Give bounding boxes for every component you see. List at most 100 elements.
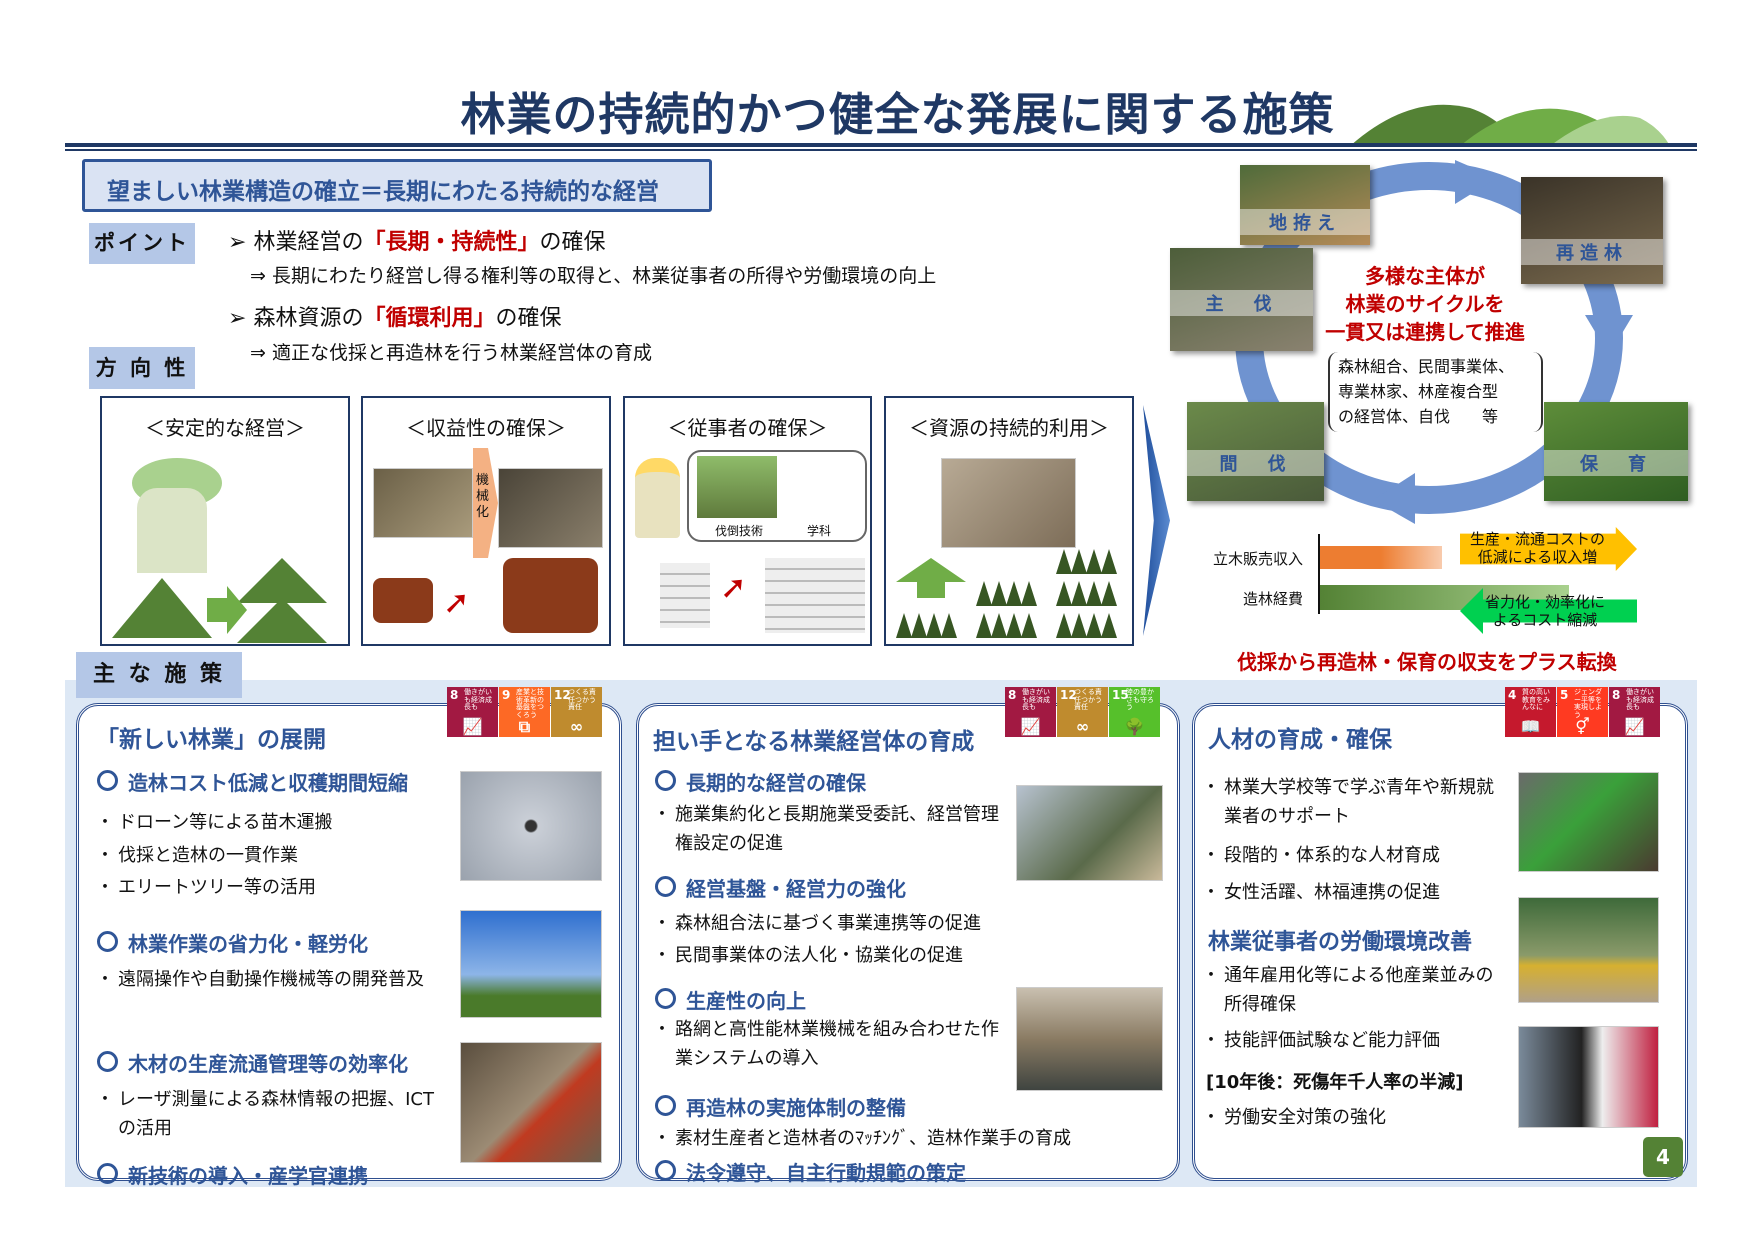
machine-photo xyxy=(498,468,603,548)
harvester-truck-photo xyxy=(1016,987,1163,1091)
hr-bullet: 通年雇用化等による他産業並みの所得確保 xyxy=(1202,961,1504,1019)
forwarder-photo xyxy=(460,1042,602,1163)
direction-heading: ＜従事者の確保＞ xyxy=(667,416,828,440)
measures-label: 主 な 施 策 xyxy=(76,652,242,698)
direction-heading: ＜資源の持続的利用＞ xyxy=(909,416,1109,440)
direction-sustainable-resources: ＜資源の持続的利用＞ xyxy=(884,396,1134,646)
hr-bullet: 女性活躍、林福連携の促進 xyxy=(1202,878,1440,907)
direction-stable-management: ＜安定的な経営＞ xyxy=(100,396,350,646)
measure-bullet: 民間事業体の法人化・協業化の促進 xyxy=(653,941,963,970)
measure-bullet: ドローン等による苗木運搬 xyxy=(96,808,333,837)
excavator-training-photo xyxy=(1518,897,1659,1003)
point-label: ポイント xyxy=(89,223,195,264)
money-small-icon xyxy=(660,563,710,628)
felling-illustration xyxy=(697,456,777,518)
measure-bullet: 森林組合法に基づく事業連携等の促進 xyxy=(653,909,981,938)
manual-felling-photo xyxy=(373,468,473,538)
point-2: ➢ 森林資源の「循環利用」の確保 xyxy=(228,306,562,331)
panel-title: 「新しい林業」の展開 xyxy=(96,727,326,753)
mountains-decoration xyxy=(1350,104,1670,146)
stage-replanting-photo: 再造林 xyxy=(1521,177,1663,284)
hr-bullet: 段階的・体系的な人材育成 xyxy=(1202,841,1440,870)
measure-heading: 法令遵守、自主行動規範の策定 xyxy=(655,1157,966,1186)
measure-heading: 造林コスト低減と収穫期間短縮 xyxy=(97,767,408,796)
worker-illustration xyxy=(635,458,680,538)
consultation-photo xyxy=(1016,785,1163,881)
measure-bullet: エリートツリー等の活用 xyxy=(96,873,316,902)
chevron-right-icon xyxy=(1143,405,1170,636)
hr-bullet: 技能評価試験など能力評価 xyxy=(1202,1026,1440,1055)
people-illustration xyxy=(137,488,207,573)
increase-arrow-icon: ➚ xyxy=(443,583,470,621)
measure-heading: 新技術の導入・産学官連携 xyxy=(97,1160,368,1189)
planting-photo xyxy=(941,458,1076,548)
page-number: 4 xyxy=(1643,1137,1683,1177)
measure-heading: 林業作業の省力化・軽労化 xyxy=(97,928,368,957)
measure-bullet: 伐採と造林の一貫作業 xyxy=(96,841,298,870)
planting-cost-label: 造林経費 xyxy=(1242,590,1303,608)
stage-final-harvest-photo: 主 伐 xyxy=(1170,248,1313,351)
direction-heading: ＜収益性の確保＞ xyxy=(406,416,566,440)
felling-technique-label: 伐倒技術 xyxy=(715,524,764,538)
direction-profitability: ＜収益性の確保＞ 機械化 ➚ xyxy=(361,396,611,646)
money-large-icon xyxy=(765,558,865,633)
measure-bullet: 路網と高性能林業機械を組み合わせた作業システムの導入 xyxy=(653,1015,1005,1073)
point-1-detail: ⇒ 長期にわたり経営し得る権利等の取得と、林業従事者の所得や労働環境の向上 xyxy=(250,265,937,287)
stage-site-prep-photo: 地拵え xyxy=(1240,165,1370,245)
increase-arrow-icon: ➚ xyxy=(720,568,747,606)
measure-heading: 長期的な経営の確保 xyxy=(655,767,866,796)
income-increase-note: 生産・流通コストの低減による収入増 xyxy=(1470,530,1606,566)
bar-axis xyxy=(1318,534,1320,614)
actors-list: 森林組合、民間事業体、専業林家、林産複合型の経営体、自伐 等 xyxy=(1328,352,1543,432)
measure-heading: 木材の生産流通管理等の効率化 xyxy=(97,1048,408,1077)
measure-heading: 経営基盤・経営力の強化 xyxy=(655,873,906,902)
hr-bullet: 林業大学校等で学ぶ青年や新規就業者のサポート xyxy=(1202,773,1494,831)
page-title: 林業の持続的かつ健全な発展に関する施策 xyxy=(460,88,1335,141)
labor-environment-heading: 林業従事者の労働環境改善 xyxy=(1208,930,1473,955)
cost-reduction-note: 省力化・効率化によるコスト縮減 xyxy=(1485,593,1606,629)
timber-sales-label: 立木販売収入 xyxy=(1212,550,1303,568)
point-1: ➢ 林業経営の「長期・持続性」の確保 xyxy=(228,230,606,255)
vr-training-photo xyxy=(1518,1026,1659,1128)
stage-tending-photo: 保 育 xyxy=(1544,402,1688,501)
measure-heading: 再造林の実施体制の整備 xyxy=(655,1092,906,1121)
mechanization-label: 機械化 xyxy=(476,473,490,520)
measure-bullet: レーザ測量による森林情報の把握、ICTの活用 xyxy=(96,1085,443,1143)
measure-bullet: 遠隔操作や自動操作機械等の開発普及 xyxy=(96,965,443,994)
direction-label: 方 向 性 xyxy=(89,347,195,389)
panel-title: 人材の育成・確保 xyxy=(1208,727,1392,753)
goal-header: 望ましい林業構造の確立＝長期にわたる持続的な経営 xyxy=(82,159,712,212)
hr-bullet: 労働安全対策の強化 xyxy=(1202,1103,1386,1132)
point-2-detail: ⇒ 適正な伐採と再造林を行う林業経営体の育成 xyxy=(250,342,652,364)
trees-illustration xyxy=(896,549,1117,638)
cycle-center-text: 多様な主体が林業のサイクルを一貫又は連携して推進 xyxy=(1325,264,1525,344)
drone-photo xyxy=(460,771,602,881)
elite-tree-photo xyxy=(460,910,602,1018)
timber-sales-bar xyxy=(1320,546,1442,569)
mountains-illustration xyxy=(112,558,327,643)
direction-heading: ＜安定的な経営＞ xyxy=(145,416,305,440)
title-rule-thin xyxy=(65,149,1697,151)
title-rule xyxy=(65,143,1697,147)
measure-bullet: 素材生産者と造林者のﾏｯﾁﾝｸﾞ、造林作業手の育成 xyxy=(653,1124,1071,1153)
safety-target: [10年後：死傷年千人率の半減] xyxy=(1206,1072,1464,1093)
measure-heading: 生産性の向上 xyxy=(655,985,806,1014)
logs-small-icon xyxy=(373,578,433,623)
income-increase-arrow xyxy=(1460,527,1637,571)
direction-workers: ＜従事者の確保＞ 伐倒技術 学科 ➚ xyxy=(623,396,872,646)
classroom-label: 学科 xyxy=(807,524,832,538)
conclusion-text: 伐採から再造林・保育の収支をプラス転換 xyxy=(1237,650,1617,674)
panel-title: 担い手となる林業経営体の育成 xyxy=(653,729,975,755)
measure-bullet: 施業集約化と長期施業受委託、経営管理権設定の促進 xyxy=(653,800,1005,858)
logs-large-icon xyxy=(503,558,598,633)
job-fair-photo xyxy=(1518,772,1659,872)
